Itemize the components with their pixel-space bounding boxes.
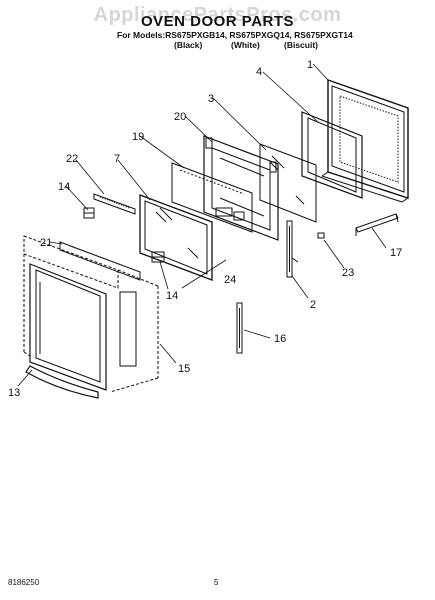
callout-labels: 1 2 3 4 7 13 14 14 15 16 17 19 20 21 22 … bbox=[8, 59, 402, 399]
variant-white: (White) bbox=[231, 40, 260, 50]
part-hinge-bracket bbox=[236, 302, 243, 354]
part-insulation bbox=[171, 162, 253, 233]
part-small-clip bbox=[317, 232, 325, 239]
part-door-assembly-dashed bbox=[23, 235, 159, 393]
callout-21: 21 bbox=[40, 237, 52, 249]
model-list: For Models:RS675PXGB14, RS675PXGQ14, RS6… bbox=[117, 30, 353, 40]
callout-19: 19 bbox=[132, 131, 144, 143]
diagram-title: OVEN DOOR PARTS bbox=[140, 13, 295, 30]
part-clip-lower bbox=[151, 251, 165, 263]
part-vent-trim bbox=[93, 193, 136, 215]
callout-20: 20 bbox=[174, 111, 186, 123]
callout-7: 7 bbox=[114, 153, 120, 165]
callout-4: 4 bbox=[256, 66, 262, 78]
part-door-liner bbox=[203, 135, 279, 241]
callout-3: 3 bbox=[208, 93, 214, 105]
part-door-frame bbox=[301, 111, 363, 199]
leader-lines bbox=[17, 63, 387, 387]
page-number: 5 bbox=[214, 578, 219, 587]
callout-1: 1 bbox=[307, 59, 313, 71]
callout-14-upper: 14 bbox=[58, 181, 70, 193]
callout-13: 13 bbox=[8, 387, 20, 399]
part-vent-strip bbox=[59, 241, 141, 281]
part-clip-upper bbox=[83, 207, 95, 219]
document-number: 8186250 bbox=[8, 578, 40, 587]
callout-14-lower: 14 bbox=[166, 290, 178, 302]
part-door-glass-assembly bbox=[139, 194, 213, 281]
part-door-handle bbox=[25, 365, 99, 399]
callout-2: 2 bbox=[310, 299, 316, 311]
watermark: AppliancePartsPros.com bbox=[93, 4, 342, 26]
part-outer-glass-panel bbox=[29, 263, 137, 391]
variant-biscuit: (Biscuit) bbox=[284, 40, 318, 50]
callout-17: 17 bbox=[390, 247, 402, 259]
variant-black: (Black) bbox=[174, 40, 203, 50]
part-door-hinge bbox=[286, 220, 299, 278]
part-door-bracket bbox=[355, 213, 399, 236]
callout-22: 22 bbox=[66, 153, 78, 165]
callout-24: 24 bbox=[224, 274, 236, 286]
callout-23: 23 bbox=[342, 267, 354, 279]
part-door-glass bbox=[259, 143, 317, 223]
callout-16: 16 bbox=[274, 333, 286, 345]
callout-15: 15 bbox=[178, 363, 190, 375]
